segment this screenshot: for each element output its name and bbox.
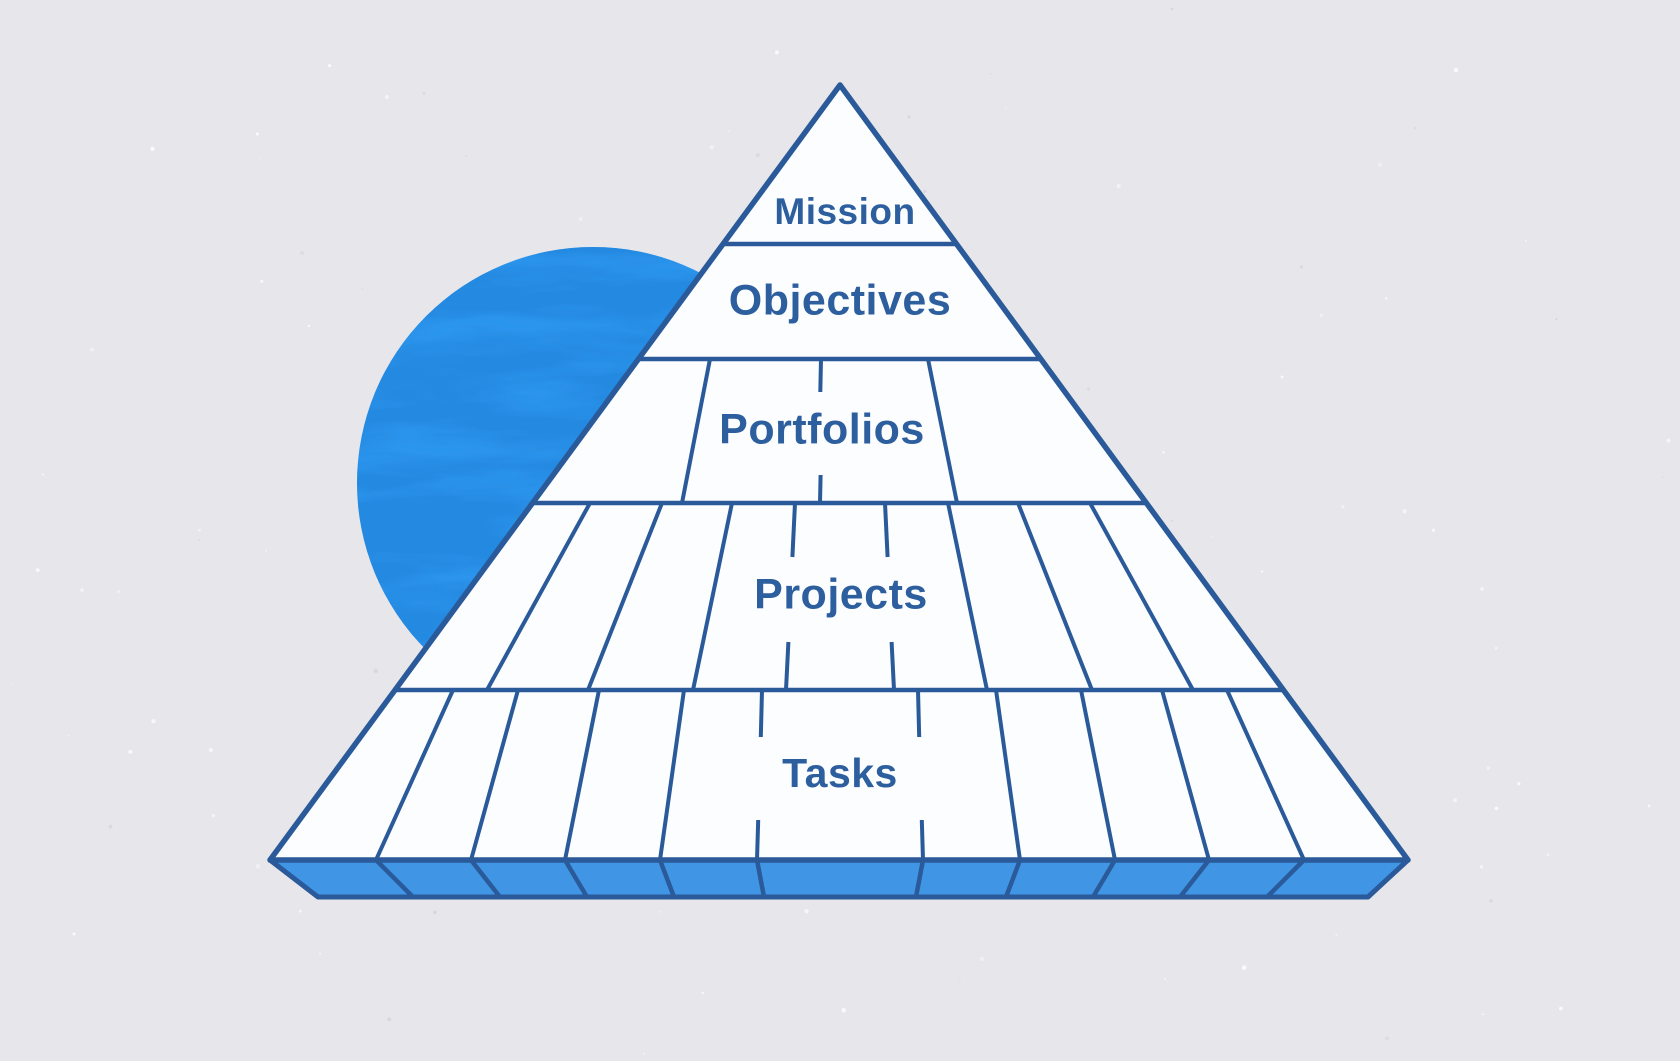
level-label-projects: Projects [754,570,928,618]
projects-dividers [485,502,1195,691]
level-label-objectives: Objectives [729,276,952,324]
base-bevel [267,857,1411,900]
portfolios-dividers [680,358,959,504]
level-label-portfolios: Portfolios [719,405,925,453]
level-label-mission: Mission [774,191,915,232]
tasks-dividers [374,689,1306,860]
level-boundary-lines [388,241,1292,693]
level-labels: Mission Objectives Portfolios Projects T… [719,191,951,796]
level-label-tasks: Tasks [782,750,898,796]
pyramid-face [267,82,1411,863]
base-bevel-dividers [374,858,1306,899]
pyramid-structure [374,241,1306,860]
